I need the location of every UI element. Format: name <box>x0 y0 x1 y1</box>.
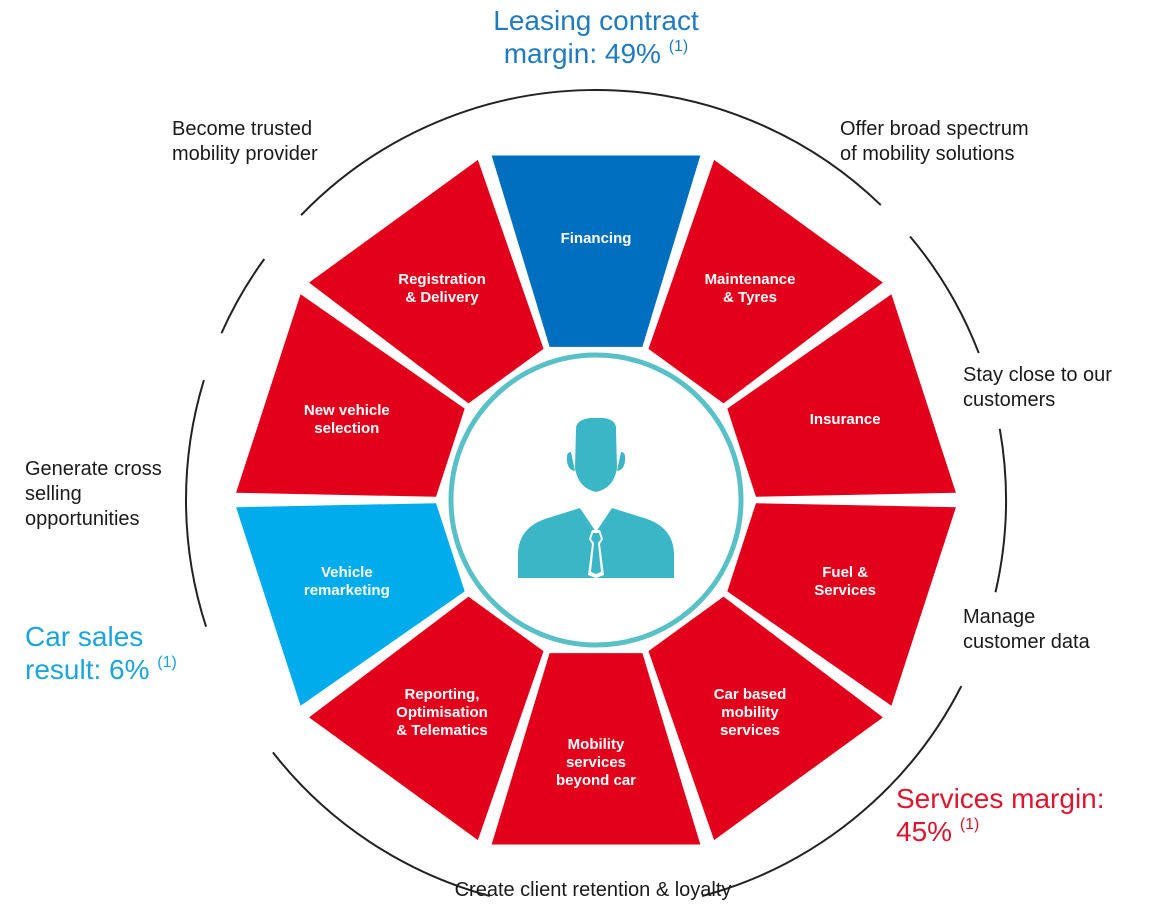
segment-label-line: Fuel & <box>822 564 868 581</box>
car-sales-note: (1) <box>157 654 177 671</box>
segment-label-line: Services <box>814 582 876 599</box>
leasing-margin-line2: margin: 49% <box>503 38 661 69</box>
car-sales-label: Car sales result: 6% (1) <box>25 620 225 686</box>
segment-label-line: Vehicle <box>321 564 373 581</box>
segment-new-vehicle <box>236 294 465 497</box>
segment-label-line: Maintenance <box>705 271 796 288</box>
business-person-icon <box>518 418 674 578</box>
center-hub <box>444 348 748 652</box>
hub-background <box>444 348 748 652</box>
segment-label-line: Optimisation <box>396 704 488 721</box>
segment-label-fuel: Fuel &Services <box>814 564 876 599</box>
segment-label-line: remarketing <box>304 582 390 599</box>
segment-label-insurance: Insurance <box>810 411 881 428</box>
segment-label-line: & Tyres <box>723 289 777 306</box>
outer-arc <box>185 379 208 628</box>
segment-label-financing: Financing <box>561 230 632 247</box>
segment-label-line: beyond car <box>556 772 636 789</box>
segment-label-line: & Delivery <box>405 289 479 306</box>
segment-label-line: services <box>720 722 780 739</box>
segment-label-line: Insurance <box>810 411 881 428</box>
segment-financing <box>491 155 701 347</box>
outer-arc <box>909 235 980 354</box>
hub-ring <box>448 352 744 648</box>
label-stay-close: Stay close to our customers <box>963 364 1112 411</box>
segment-fuel <box>727 503 956 706</box>
services-margin-note: (1) <box>959 816 980 833</box>
segment-beyond-car <box>491 653 701 845</box>
segment-label-line: mobility <box>721 704 779 721</box>
label-client-retention: Create client retention & loyalty <box>454 879 732 901</box>
segment-label-line: selection <box>314 420 379 437</box>
services-margin-line2: 45% <box>896 816 953 847</box>
segment-car-based <box>648 596 883 841</box>
outer-arc <box>272 751 491 897</box>
outer-arc <box>220 258 266 334</box>
label-become-trusted: Become trusted mobility provider <box>172 118 318 165</box>
services-margin-line1: Services margin: <box>896 783 1105 814</box>
leasing-margin-line1: Leasing contract <box>493 5 699 36</box>
segment-label-line: Reporting, <box>405 686 480 703</box>
leasing-margin-label: Leasing contract margin: 49% (1) <box>436 4 756 70</box>
outer-arc-group <box>185 89 1007 897</box>
segment-label-line: Mobility <box>568 736 625 753</box>
segment-label-line: services <box>566 754 626 771</box>
label-cross-selling: Generate cross selling opportunities <box>25 458 162 530</box>
segment-reporting <box>309 596 544 841</box>
segment-label-reporting: Reporting,Optimisation& Telematics <box>396 686 488 739</box>
leasing-margin-note: (1) <box>668 38 689 55</box>
segment-remarketing <box>236 503 465 706</box>
outer-arc <box>994 428 1007 593</box>
label-broad-spectrum: Offer broad spectrum of mobility solutio… <box>840 118 1029 165</box>
outer-arc <box>701 685 963 897</box>
label-manage-data: Manage customer data <box>963 606 1090 653</box>
outer-arc <box>300 89 882 216</box>
car-sales-line1: Car sales <box>25 621 144 652</box>
segment-label-line: Car based <box>714 686 787 703</box>
segment-label-line: New vehicle <box>304 402 390 419</box>
segment-registration <box>309 159 544 404</box>
segment-label-line: Financing <box>561 230 632 247</box>
segment-insurance <box>727 294 956 497</box>
segment-label-line: & Telematics <box>396 722 487 739</box>
segment-maintenance <box>648 159 883 404</box>
services-margin-label: Services margin: 45% (1) <box>896 782 1156 848</box>
segment-label-line: Registration <box>398 271 486 288</box>
segment-label-registration: Registration& Delivery <box>398 271 486 306</box>
segment-label-maintenance: Maintenance& Tyres <box>705 271 796 306</box>
car-sales-line2: result: 6% <box>25 654 150 685</box>
